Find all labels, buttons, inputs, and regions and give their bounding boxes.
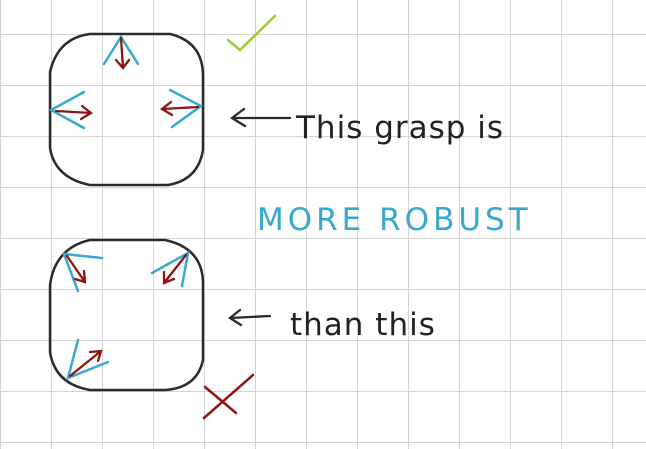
force-arrow-right [159, 100, 200, 117]
force-arrow-upper-right [162, 253, 188, 285]
cross-mark-icon [202, 373, 255, 420]
contact-upper-left [62, 252, 104, 293]
friction-cone-upper-right [150, 250, 190, 288]
friction-cone-upper-left [62, 252, 104, 293]
check-mark-icon [226, 14, 277, 52]
contact-upper-right [150, 250, 190, 288]
contact-lower-left [66, 338, 110, 381]
contact-right [159, 88, 204, 129]
contact-top [102, 34, 140, 70]
force-arrow-lower-left [68, 349, 103, 378]
force-arrow-upper-left [65, 254, 87, 284]
object-bottom [48, 238, 205, 392]
friction-cone-lower-left [66, 338, 110, 381]
friction-cone-left [48, 90, 86, 130]
pointer-arrow-top [229, 107, 292, 128]
object-bottom-outline [48, 238, 205, 392]
annotation-line2: MORE ROBUST [257, 202, 532, 238]
annotation-line1: This grasp is [295, 110, 504, 146]
force-arrow-top [114, 36, 131, 70]
object-top [48, 32, 205, 187]
friction-cone-right [168, 88, 204, 129]
object-top-outline [48, 32, 205, 187]
pointer-arrow-bottom [228, 308, 272, 327]
annotation-line3: than this [290, 307, 436, 343]
force-arrow-left [54, 104, 94, 121]
contact-left [48, 90, 94, 130]
